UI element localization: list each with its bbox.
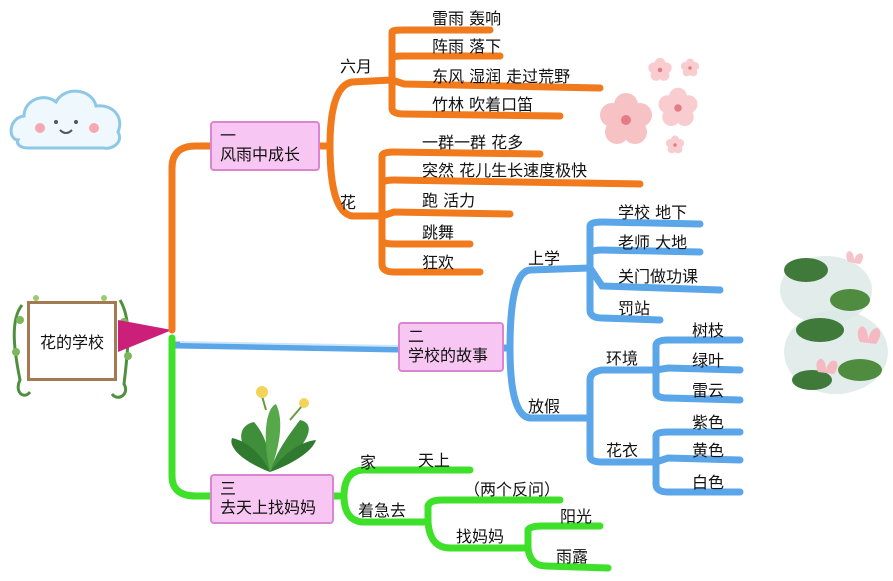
leaf-label: 雷云 [692,381,725,400]
blossom-icon [600,57,700,154]
branch-1-number: 一 [220,126,237,145]
leaf-label: 跑 活力 [422,191,476,210]
branch-3-sub-3-label: 找妈妈 [456,527,505,546]
branch-1-lines [168,26,644,334]
leafy-plant-icon [231,386,316,472]
root-label: 花的学校 [39,333,104,352]
branch-2-node: 二 学校的故事 [398,322,504,372]
group-label: 花衣 [606,441,639,460]
leaf-label: 竹林 吹着口笛 [432,95,534,114]
leaf-label: 学校 地下 [618,203,688,222]
cloud-icon [9,89,122,150]
leaf-label: 雷雨 轰响 [432,9,502,28]
branch-1-title: 风雨中成长 [220,145,301,164]
root-connector [118,320,172,352]
branch-3-number: 三 [220,479,237,498]
leaf-label: 关门做功课 [618,267,699,286]
group-label: 环境 [606,349,639,368]
branch-2-title: 学校的故事 [408,346,489,365]
branch-1-sub-2-label: 花 [340,193,357,212]
leaf-label: 黄色 [692,441,725,460]
leaf-label: 一群一群 花多 [422,133,524,152]
leaf-label: 树枝 [692,321,725,340]
leaf-label: 罚站 [618,299,651,318]
branch-2-lines [172,218,744,496]
leaf-label: 突然 花儿生长速度极快 [422,161,588,180]
leaf-label: 绿叶 [692,351,725,370]
branch-2-number: 二 [408,327,425,346]
leaf-label: 白色 [692,473,725,492]
root-node: 花的学校 [27,301,117,381]
leaf-label: 天上 [418,451,451,470]
leaf-label: 雨露 [556,547,589,566]
note-label: （两个反问） [464,480,561,499]
branch-2-sub-1-label: 上学 [528,249,561,268]
branch-3-lines [168,334,612,572]
leaf-label: 跳舞 [422,223,455,242]
branch-3-sub-1-label: 家 [360,453,377,472]
leaf-label: 东风 湿润 走过荒野 [432,67,571,86]
branch-3-node: 三 去天上找妈妈 [210,474,334,524]
branch-1-node: 一 风雨中成长 [210,121,320,171]
branch-3-sub-2-label: 着急去 [358,501,407,520]
lotus-icon [780,251,888,394]
branch-1-sub-1-label: 六月 [340,57,373,76]
branch-3-title: 去天上找妈妈 [220,498,317,517]
leaf-label: 狂欢 [422,253,455,272]
leaf-label: 阵雨 落下 [432,37,502,56]
leaf-label: 老师 大地 [618,233,688,252]
leaf-label: 阳光 [560,507,593,526]
leaf-label: 紫色 [692,413,725,432]
branch-2-sub-2-label: 放假 [528,397,561,416]
